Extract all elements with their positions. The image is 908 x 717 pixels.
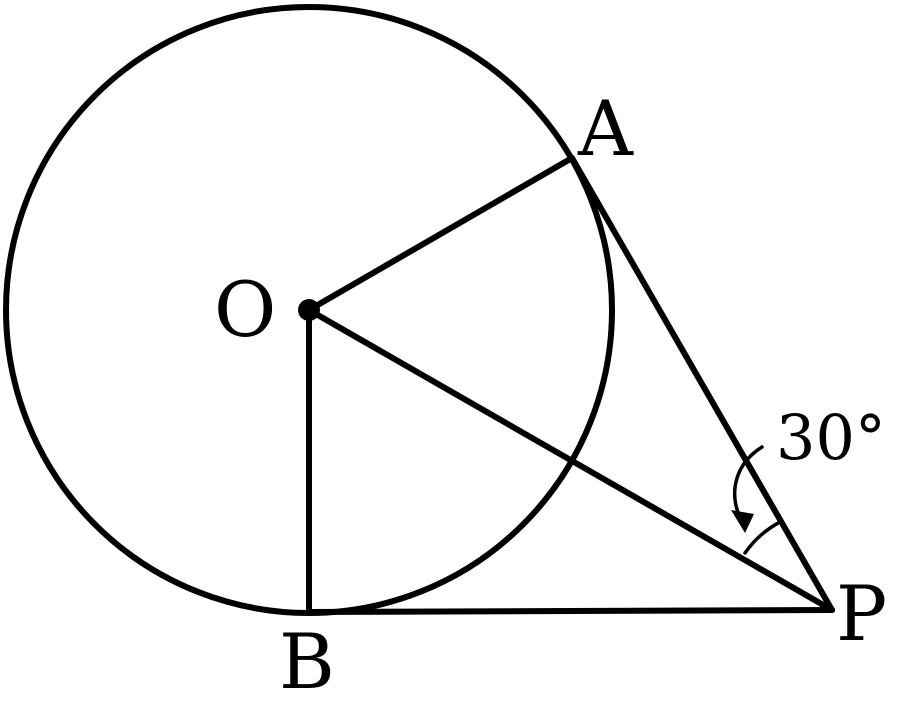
segment-op bbox=[306, 307, 835, 613]
angle-pointer-arrowhead bbox=[731, 510, 754, 533]
segment-oa bbox=[306, 155, 575, 313]
angle-arc-apo bbox=[743, 519, 784, 555]
label-b: B bbox=[279, 617, 335, 706]
label-p: P bbox=[836, 569, 887, 658]
angle-label: 30° bbox=[776, 401, 886, 474]
tangent-bp bbox=[306, 607, 835, 615]
label-o: O bbox=[214, 265, 276, 354]
tangent-ap bbox=[569, 155, 835, 613]
center-point-o bbox=[298, 299, 320, 321]
label-a: A bbox=[577, 84, 634, 173]
